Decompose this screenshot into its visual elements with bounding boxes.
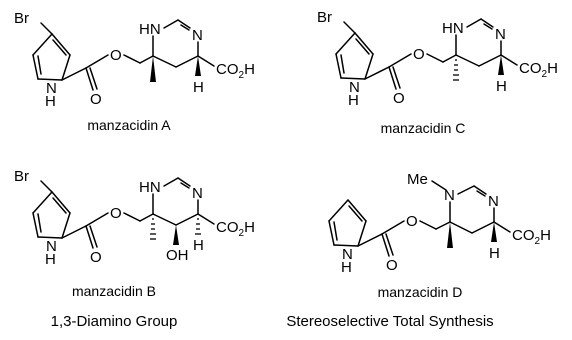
pyrrole-n-label: N bbox=[342, 246, 353, 263]
pyrrole-h-label: H bbox=[348, 92, 359, 109]
pyrrole-n-label: N bbox=[46, 80, 57, 97]
carbonyl-o-label: O bbox=[90, 249, 102, 266]
ring-hn-label: HN bbox=[139, 179, 161, 196]
pyrrole-n-label: N bbox=[46, 238, 57, 255]
footer-right-label: Stereoselective Total Synthesis bbox=[286, 313, 493, 330]
ring-n-label: N bbox=[488, 193, 499, 210]
carboxylic-acid-label: CO2H bbox=[512, 227, 551, 247]
br-label: Br bbox=[317, 9, 332, 26]
pyrrole-h-label: H bbox=[45, 93, 56, 110]
ring-n-label: N bbox=[192, 185, 203, 202]
h-label: H bbox=[193, 79, 204, 96]
ring-hn-label: HN bbox=[442, 20, 464, 37]
structure-manzacidin-b: Br N H O O HN N OH H CO2H manzacidin B bbox=[14, 168, 255, 299]
h-label: H bbox=[489, 245, 500, 262]
br-label: Br bbox=[14, 10, 29, 27]
carbonyl-o-label: O bbox=[386, 257, 398, 274]
ring-hn-label: HN bbox=[139, 21, 161, 38]
h-label: H bbox=[496, 78, 507, 95]
structure-manzacidin-a: Br N H O O HN N H CO2H manzacidin A bbox=[14, 10, 255, 133]
ring-n-label: N bbox=[192, 27, 203, 44]
ring-n-label: N bbox=[495, 26, 506, 43]
ester-o-label: O bbox=[110, 205, 122, 222]
footer-left-label: 1,3-Diamino Group bbox=[51, 313, 178, 330]
structure-manzacidin-d: Me N H O O N N H CO2H manzacidin D bbox=[328, 171, 551, 300]
ester-o-label: O bbox=[110, 47, 122, 64]
carboxylic-acid-label: CO2H bbox=[216, 61, 255, 81]
pyrrole-h-label: H bbox=[341, 259, 352, 276]
caption-manzacidin-b: manzacidin B bbox=[72, 283, 156, 299]
structure-manzacidin-c: Br N H O O HN N H CO2H manzacidin C bbox=[317, 9, 558, 136]
carbonyl-o-label: O bbox=[393, 90, 405, 107]
carbonyl-o-label: O bbox=[90, 91, 102, 108]
hydroxyl-label: OH bbox=[166, 247, 189, 264]
carboxylic-acid-label: CO2H bbox=[519, 60, 558, 80]
ring-n-me-label: N bbox=[444, 187, 455, 204]
methyl-label: Me bbox=[407, 171, 428, 188]
pyrrole-n-label: N bbox=[349, 79, 360, 96]
ester-o-label: O bbox=[406, 213, 418, 230]
ester-o-label: O bbox=[413, 46, 425, 63]
carboxylic-acid-label: CO2H bbox=[216, 219, 255, 239]
br-label: Br bbox=[14, 168, 29, 185]
caption-manzacidin-d: manzacidin D bbox=[378, 284, 463, 300]
caption-manzacidin-a: manzacidin A bbox=[87, 117, 171, 133]
pyrrole-h-label: H bbox=[45, 251, 56, 268]
h-label: H bbox=[193, 237, 204, 254]
caption-manzacidin-c: manzacidin C bbox=[381, 120, 466, 136]
